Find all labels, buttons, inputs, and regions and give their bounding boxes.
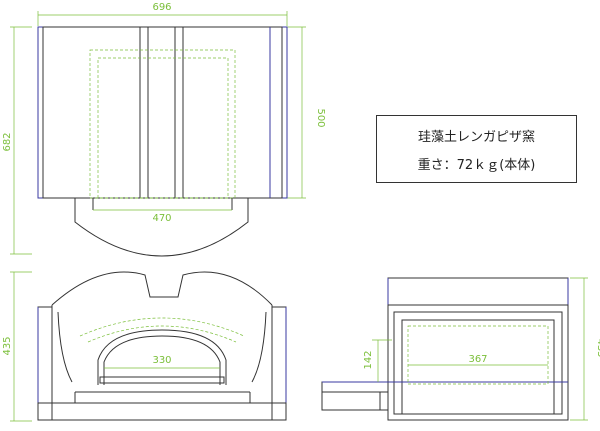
top-view xyxy=(10,11,306,257)
top-width-dimension xyxy=(37,11,288,26)
top-height-label: 682 xyxy=(2,132,13,151)
top-inner-width-label: 470 xyxy=(152,213,171,224)
side-inner-depth-label: 367 xyxy=(468,354,487,365)
front-view xyxy=(10,271,287,422)
oven-title: 珪藻土レンガピザ窯 xyxy=(417,130,535,145)
top-inner-height-label: 500 xyxy=(315,108,326,127)
top-height-dimension xyxy=(10,26,32,255)
top-width-label: 696 xyxy=(152,2,171,13)
oven-weight: 重さ：72ｋｇ(本体) xyxy=(417,158,536,173)
front-height-label: 435 xyxy=(2,336,13,355)
spec-box: 珪藻土レンガピザ窯 重さ：72ｋｇ(本体) xyxy=(376,115,577,183)
side-height-label: 435 xyxy=(595,338,600,357)
top-inner-height-dimension xyxy=(286,26,306,199)
side-view xyxy=(321,277,588,421)
front-inner-width-label: 330 xyxy=(152,355,171,366)
side-door-height-label: 142 xyxy=(363,350,374,369)
